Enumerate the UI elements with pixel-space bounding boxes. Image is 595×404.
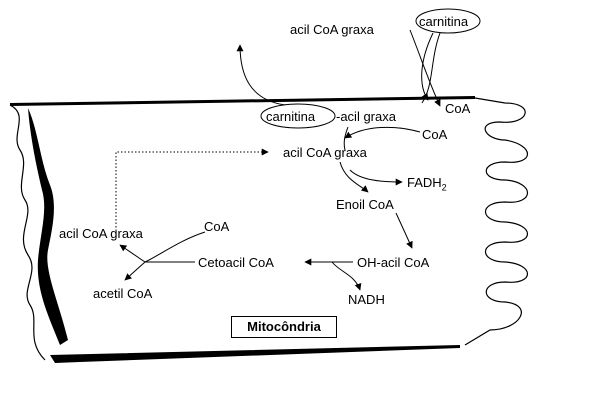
outer-membrane-top <box>10 96 475 106</box>
carnitina-mid-label: carnitina <box>266 109 316 124</box>
coa-join-line <box>144 231 206 263</box>
mitocondria-label: Mitocôndria <box>231 316 337 338</box>
acil-coa-graxa-mid-label: acil CoA graxa <box>283 145 367 160</box>
acil-coa-graxa-left-label: acil CoA graxa <box>59 226 143 241</box>
enoil-coa-label: Enoil CoA <box>336 197 394 212</box>
carnitina-mid-ellipse <box>260 103 336 129</box>
nadh-arrow <box>331 261 362 291</box>
cetoacil-coa-label: Cetoacil CoA <box>198 255 274 270</box>
acetil-coa-label: acetil CoA <box>93 286 153 301</box>
fadh2-arrow <box>349 169 403 186</box>
acil-coa-graxa-top-label: acil CoA graxa <box>290 22 374 37</box>
nadh-label: NADH <box>348 292 385 307</box>
left-membrane-fill <box>28 108 68 345</box>
acilcoa-to-enoil-arrow <box>339 161 369 193</box>
coa-in-arrow <box>344 126 421 139</box>
fadh2-label: FADH2 <box>407 175 447 196</box>
coa-label-3: CoA <box>204 219 230 234</box>
carnitina-top-label: carnitina <box>419 14 469 29</box>
fadh-text: FADH <box>407 175 442 190</box>
oh-acil-coa-label: OH-acil CoA <box>357 255 430 270</box>
outer-membrane-bottom <box>50 345 460 363</box>
carnitina-exit-arrow <box>236 44 286 106</box>
carnitina-return-arrow <box>421 32 441 104</box>
fadh-subscript: 2 <box>441 182 447 193</box>
right-cristae <box>464 97 529 346</box>
coa-label-1: CoA <box>445 101 471 116</box>
carnitina-top-ellipse <box>415 8 481 34</box>
acil-graxa-uptake-arrow <box>409 29 441 107</box>
recycle-dotted-line <box>115 148 269 238</box>
left-membrane-outline <box>9 104 46 361</box>
acil-to-acilcoa-arrow <box>343 126 349 151</box>
coa-label-2: CoA <box>422 127 448 142</box>
split-to-acilcoa-arrow <box>119 244 146 263</box>
split-to-acetil-arrow <box>124 261 146 281</box>
acil-graxa-suffix-label: -acil graxa <box>336 109 396 124</box>
enoil-to-ohacil-arrow <box>395 212 413 249</box>
